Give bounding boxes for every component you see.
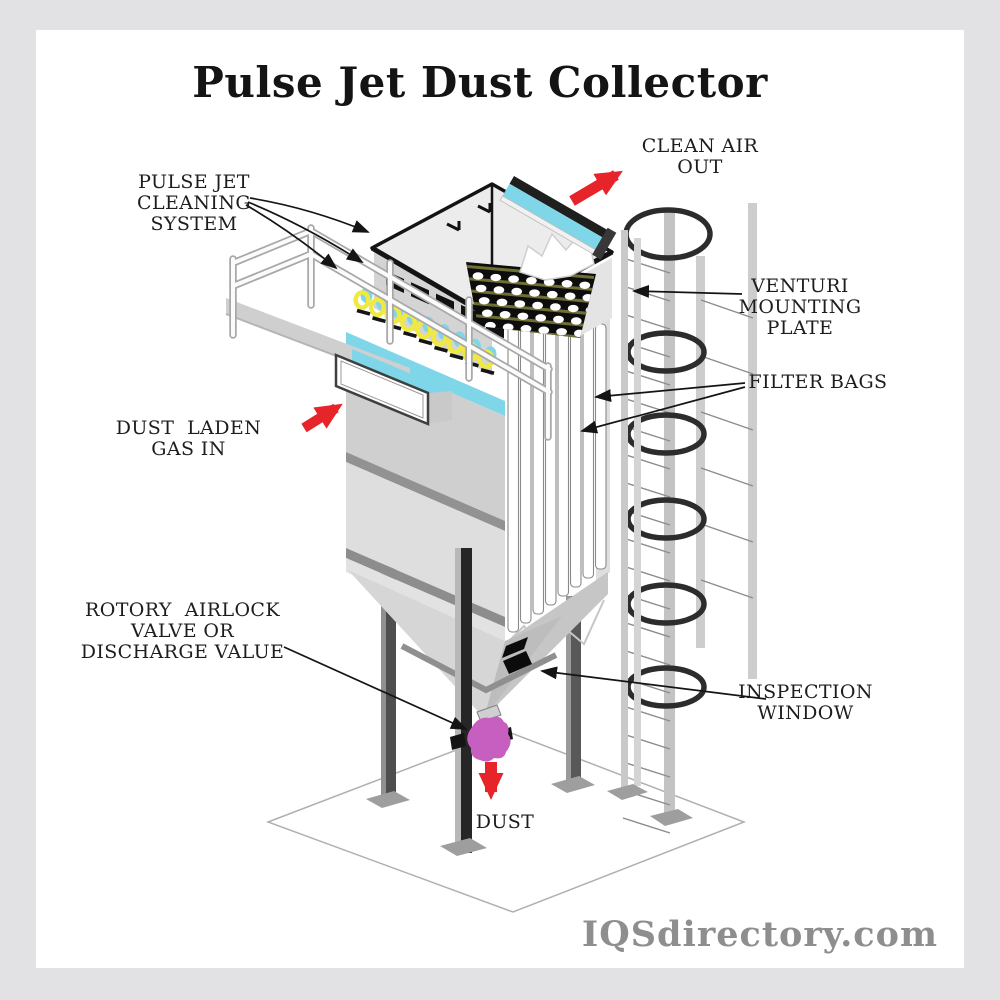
clean-air-arrow-icon	[569, 170, 623, 206]
label-clean-air-out: CLEAN AIR OUT	[641, 135, 759, 178]
rotary-valve	[450, 704, 513, 762]
access-ladder	[607, 203, 757, 834]
label-dust: DUST	[475, 811, 535, 833]
dust-laden-arrow-icon	[301, 403, 343, 433]
clean-air-duct	[499, 176, 617, 260]
inlet-duct	[334, 349, 452, 426]
label-rotary-airlock-valve: ROTORY AIRLOCK VALVE OR DISCHARGE VALUE	[80, 599, 285, 663]
page-title: Pulse Jet Dust Collector	[192, 58, 768, 107]
front-support-leg	[440, 548, 487, 856]
label-pulse-jet-cleaning-system: PULSE JET CLEANING SYSTEM	[137, 171, 251, 235]
watermark: IQSdirectory.com	[581, 914, 938, 955]
label-leader-lines	[245, 197, 767, 730]
label-dust-laden-gas-in: DUST LADEN GAS IN	[115, 417, 262, 460]
label-inspection-window: INSPECTION WINDOW	[738, 681, 873, 724]
inspection-window	[502, 637, 532, 674]
floor-outline	[265, 730, 747, 913]
label-filter-bags: FILTER BAGS	[748, 371, 888, 393]
label-venturi-mounting-plate: VENTURI MOUNTING PLATE	[738, 275, 862, 339]
